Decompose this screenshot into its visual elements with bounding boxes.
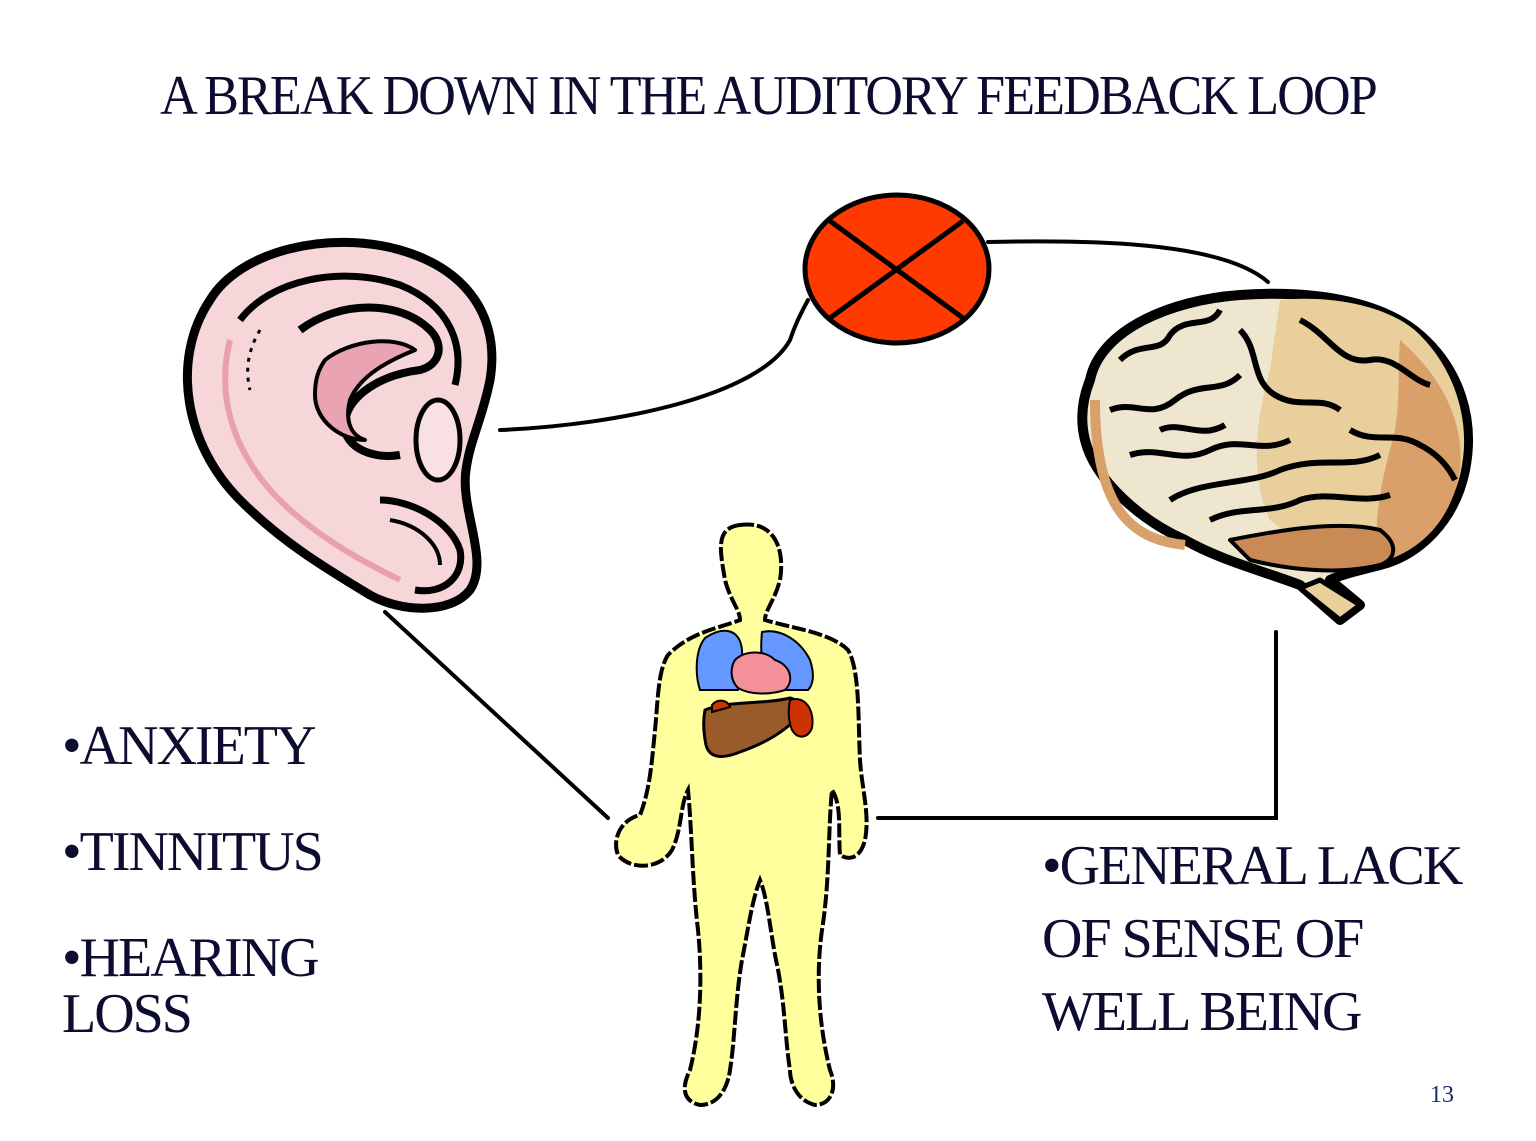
- ear-icon: [182, 237, 497, 613]
- list-item-tinnitus: •TINNITUS: [62, 824, 362, 880]
- list-item-text: HEARING LOSS: [62, 927, 320, 1045]
- list-item-text: ANXIETY: [79, 715, 317, 777]
- list-item-hearing-loss: •HEARING LOSS: [62, 930, 362, 1042]
- human-body-icon: [614, 522, 869, 1108]
- connector-brain-to-body: [876, 630, 1278, 820]
- connector-blocked-to-brain: [986, 239, 1270, 284]
- blocked-x-icon: [802, 192, 992, 346]
- connector-ear-to-body: [383, 610, 610, 820]
- bullet-icon: •: [62, 821, 82, 883]
- symptoms-list-left: •ANXIETY •TINNITUS •HEARING LOSS: [62, 718, 362, 1092]
- bullet-icon: •: [62, 927, 82, 989]
- slide-title: A BREAK DOWN IN THE AUDITORY FEEDBACK LO…: [160, 65, 1378, 127]
- bullet-icon: •: [62, 715, 82, 777]
- connector-ear-to-blocked: [498, 298, 810, 432]
- page-number: 13: [1430, 1082, 1454, 1108]
- list-item-anxiety: •ANXIETY: [62, 718, 362, 774]
- list-item-well-being: •GENERAL LACK OF SENSE OF WELL BEING: [1042, 830, 1502, 1048]
- connector-lines: [383, 239, 1278, 820]
- bullet-icon: •: [1042, 835, 1062, 897]
- symptoms-list-right: •GENERAL LACK OF SENSE OF WELL BEING: [1042, 830, 1502, 1048]
- list-item-text: TINNITUS: [79, 821, 324, 883]
- list-item-text: GENERAL LACK OF SENSE OF WELL BEING: [1042, 835, 1463, 1043]
- brain-icon: [1077, 288, 1473, 625]
